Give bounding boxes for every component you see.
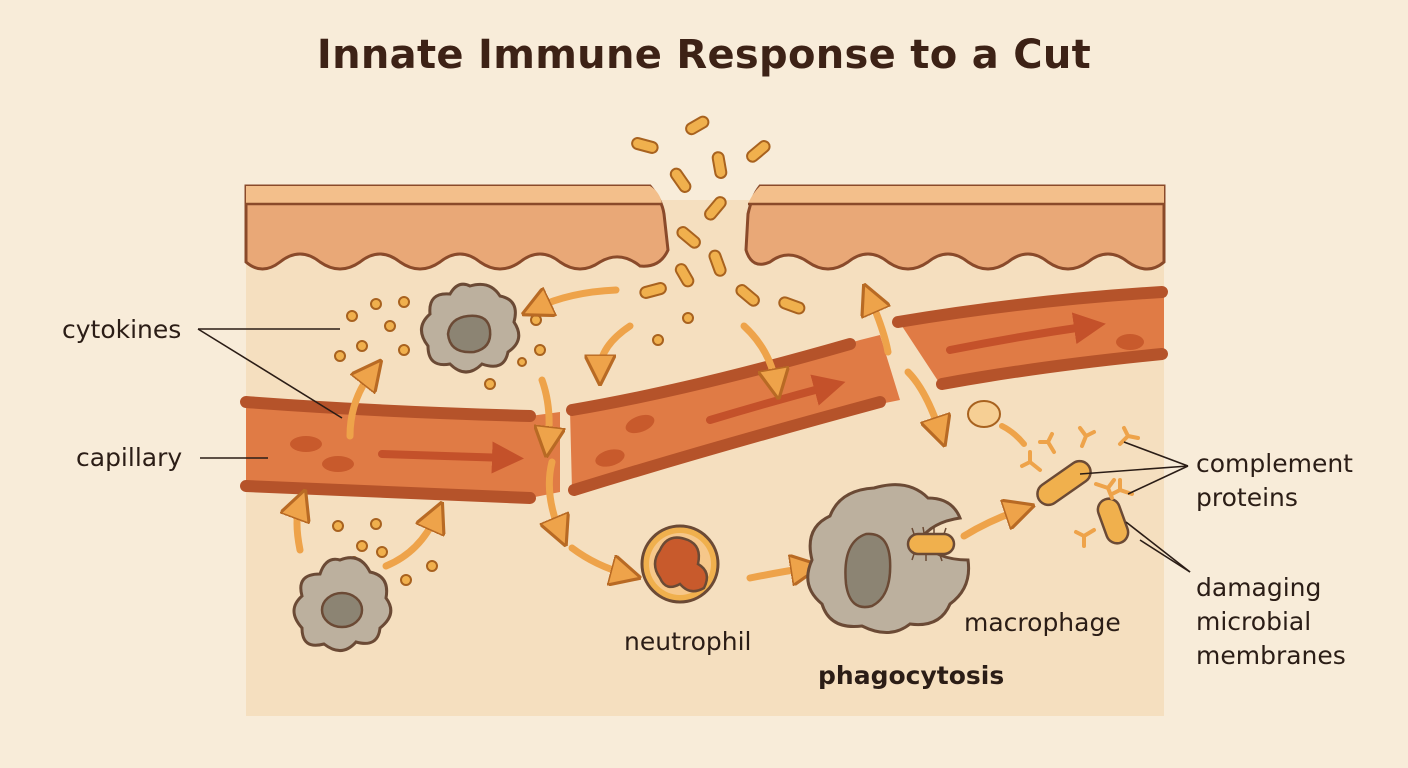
phagocytic-macrophage [806, 483, 971, 634]
diagram-title: Innate Immune Response to a Cut [316, 32, 1092, 78]
cytokine-molecules [332, 296, 546, 586]
label-capillary: capillary [76, 443, 182, 472]
label-cytokines: cytokines [62, 315, 181, 344]
invading-bacteria [631, 115, 806, 346]
label-macrophage: macrophage [964, 608, 1121, 637]
label-damaging-line2: microbial [1196, 607, 1311, 636]
label-complement-line2: proteins [1196, 483, 1298, 512]
migration-arrows [297, 290, 1020, 578]
label-damaging-line1: damaging [1196, 573, 1321, 602]
leader-lines [197, 328, 1191, 573]
label-phagocytosis: phagocytosis [818, 661, 1004, 690]
skin-layer-right [744, 184, 1166, 271]
complement-attack [967, 400, 1140, 548]
resident-macrophage-lower [292, 556, 393, 652]
skin-layer-left [244, 184, 670, 271]
neutrophil-cell [640, 524, 720, 604]
label-damaging-line3: membranes [1196, 641, 1346, 670]
resident-macrophage-upper [420, 282, 521, 374]
capillary-vessel [240, 286, 1168, 504]
label-complement-line1: complement [1196, 449, 1353, 478]
label-neutrophil: neutrophil [624, 627, 752, 656]
